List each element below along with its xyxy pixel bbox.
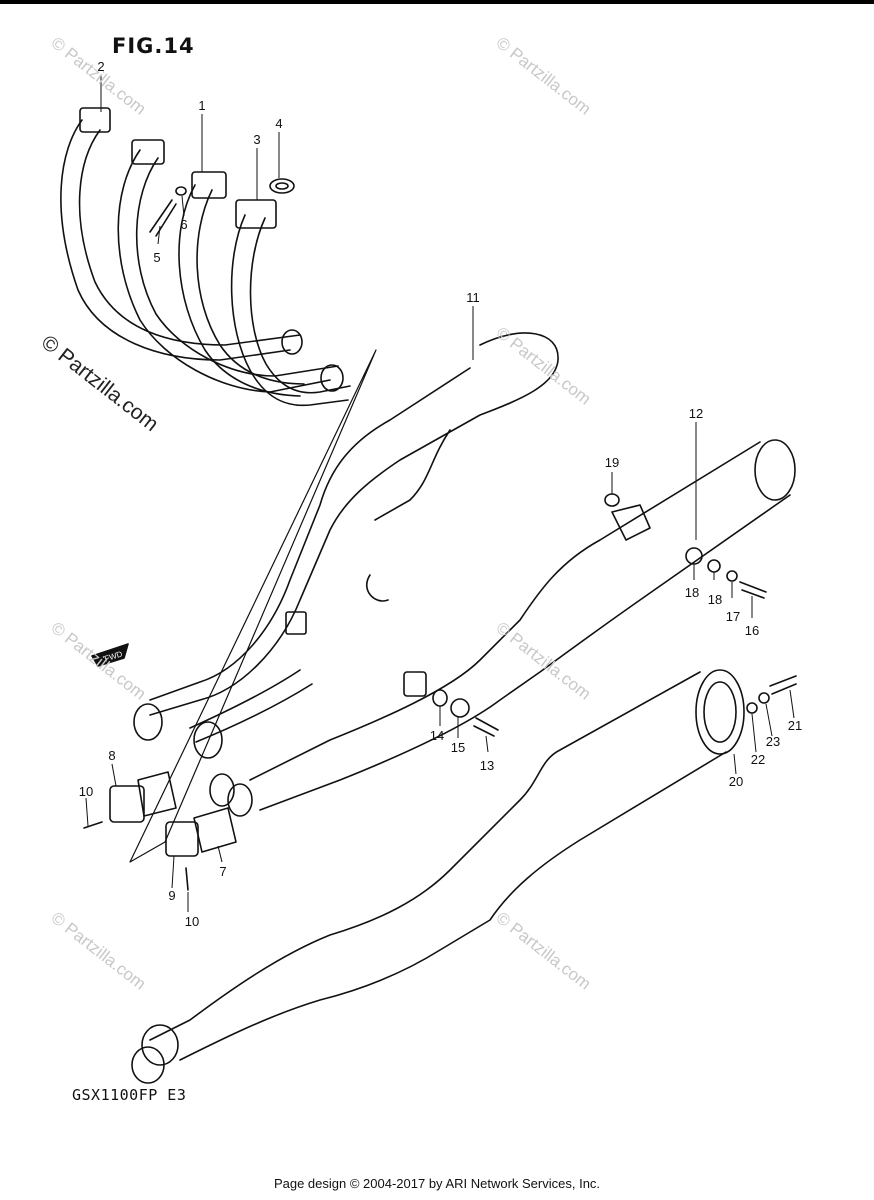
part-label-7: 7	[219, 864, 226, 879]
part-label-17: 17	[726, 609, 740, 624]
figure-title: FIG.14	[112, 34, 195, 58]
muffler-left	[133, 332, 559, 759]
bolt-10a	[83, 821, 103, 829]
part-label-16: 16	[745, 623, 759, 638]
part-label-19: 19	[605, 455, 619, 470]
part-label-21: 21	[788, 718, 802, 733]
clamp-9	[165, 821, 199, 857]
part-label-9: 9	[168, 888, 175, 903]
watermark-2: © Partzilla.com	[493, 33, 595, 119]
part-label-8: 8	[108, 748, 115, 763]
part-label-22: 22	[751, 752, 765, 767]
part-label-15: 15	[451, 740, 465, 755]
part-label-10a: 10	[79, 784, 93, 799]
part-label-18b: 18	[708, 592, 722, 607]
sleeve-7	[193, 807, 237, 853]
part-label-18a: 18	[685, 585, 699, 600]
watermark-6: © Partzilla.com	[48, 908, 150, 994]
part-label-4: 4	[275, 116, 282, 131]
part-label-12: 12	[689, 406, 703, 421]
gasket-4	[269, 178, 295, 194]
part-label-1: 1	[198, 98, 205, 113]
page-footer: Page design © 2004-2017 by ARI Network S…	[273, 1176, 601, 1191]
part-label-23: 23	[766, 734, 780, 749]
sleeve	[137, 771, 177, 817]
muffler-right	[209, 439, 796, 817]
part-label-10b: 10	[185, 914, 199, 929]
model-code: GSX1100FP E3	[72, 1086, 187, 1104]
watermark-5: © Partzilla.com	[493, 618, 595, 704]
muffler-lower	[131, 669, 745, 1084]
top-rule	[0, 0, 874, 4]
bolt-5	[149, 199, 177, 237]
part-label-6: 6	[180, 217, 187, 232]
part-label-13: 13	[480, 758, 494, 773]
watermark-4: © Partzilla.com	[48, 618, 150, 704]
part-label-3: 3	[253, 132, 260, 147]
watermark-1: © Partzilla.com	[48, 33, 150, 119]
part-label-5: 5	[153, 250, 160, 265]
nut-19	[604, 493, 620, 507]
washer-6	[175, 186, 187, 196]
part-label-2: 2	[97, 59, 104, 74]
header-pipes	[60, 107, 351, 407]
part-label-20: 20	[729, 774, 743, 789]
clamp-8	[109, 785, 145, 823]
watermark-7: © Partzilla.com	[493, 908, 595, 994]
part-label-11: 11	[466, 290, 480, 305]
bolt-10b	[185, 867, 189, 891]
part-label-14: 14	[430, 728, 444, 743]
